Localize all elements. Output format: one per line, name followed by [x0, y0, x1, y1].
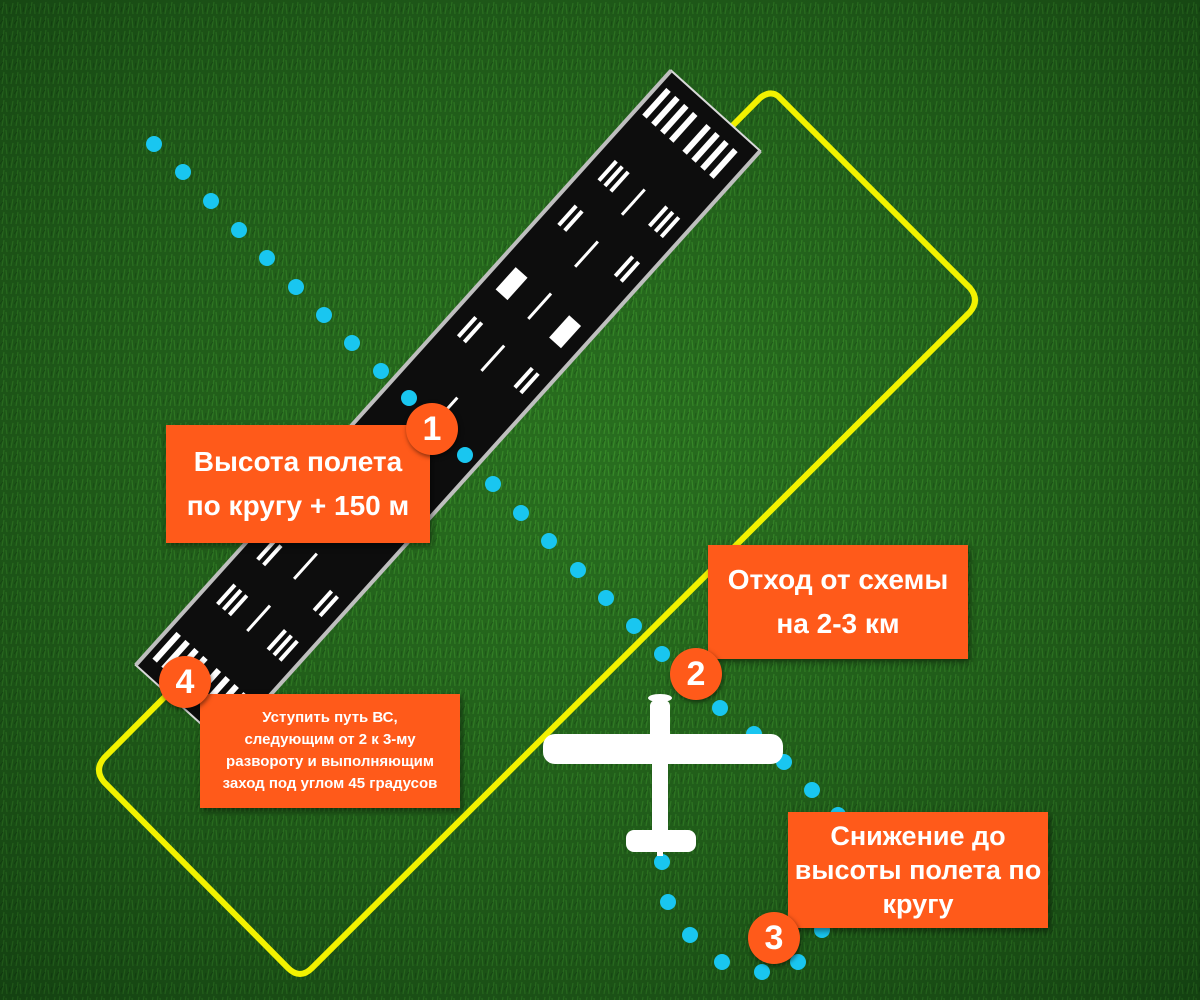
threshold-stripes-north	[642, 87, 738, 179]
runway-edge-bottom	[223, 149, 762, 747]
altitude-label-line-1: Высота полета	[193, 446, 403, 477]
touchdown-zone-marks	[216, 159, 681, 662]
marker-1: 1	[406, 403, 458, 455]
deviation-label-line-1: Отход от схемы	[727, 564, 949, 595]
descent-label-line-3: кругу	[882, 889, 954, 919]
deviation-label-line-2: на 2-3 км	[776, 608, 900, 639]
yield-label-line-4: заход под углом 45 градусов	[222, 775, 438, 792]
marker-4: 4	[159, 656, 211, 708]
marker-2: 2	[670, 648, 722, 700]
marker-3: 3	[748, 912, 800, 964]
aircraft-icon	[543, 694, 783, 856]
altitude-label: Высота полета по кругу + 150 м	[166, 425, 430, 543]
yield-label: Уступить путь ВС, следующим от 2 к 3-му …	[200, 694, 460, 808]
deviation-label: Отход от схемы на 2-3 км	[708, 545, 968, 659]
descent-label-line-2: высоты полета по	[794, 855, 1042, 885]
yield-label-line-2: следующим от 2 к 3-му	[244, 731, 416, 748]
yield-label-line-3: развороту и выполняющим	[226, 753, 434, 770]
altitude-label-line-2: по кругу + 150 м	[186, 490, 410, 521]
descent-label: Снижение до высоты полета по кругу	[788, 812, 1048, 928]
yield-label-line-1: Уступить путь ВС,	[262, 709, 398, 726]
traffic-pattern-outline	[96, 90, 978, 977]
descent-label-line-1: Снижение до	[830, 821, 1006, 851]
